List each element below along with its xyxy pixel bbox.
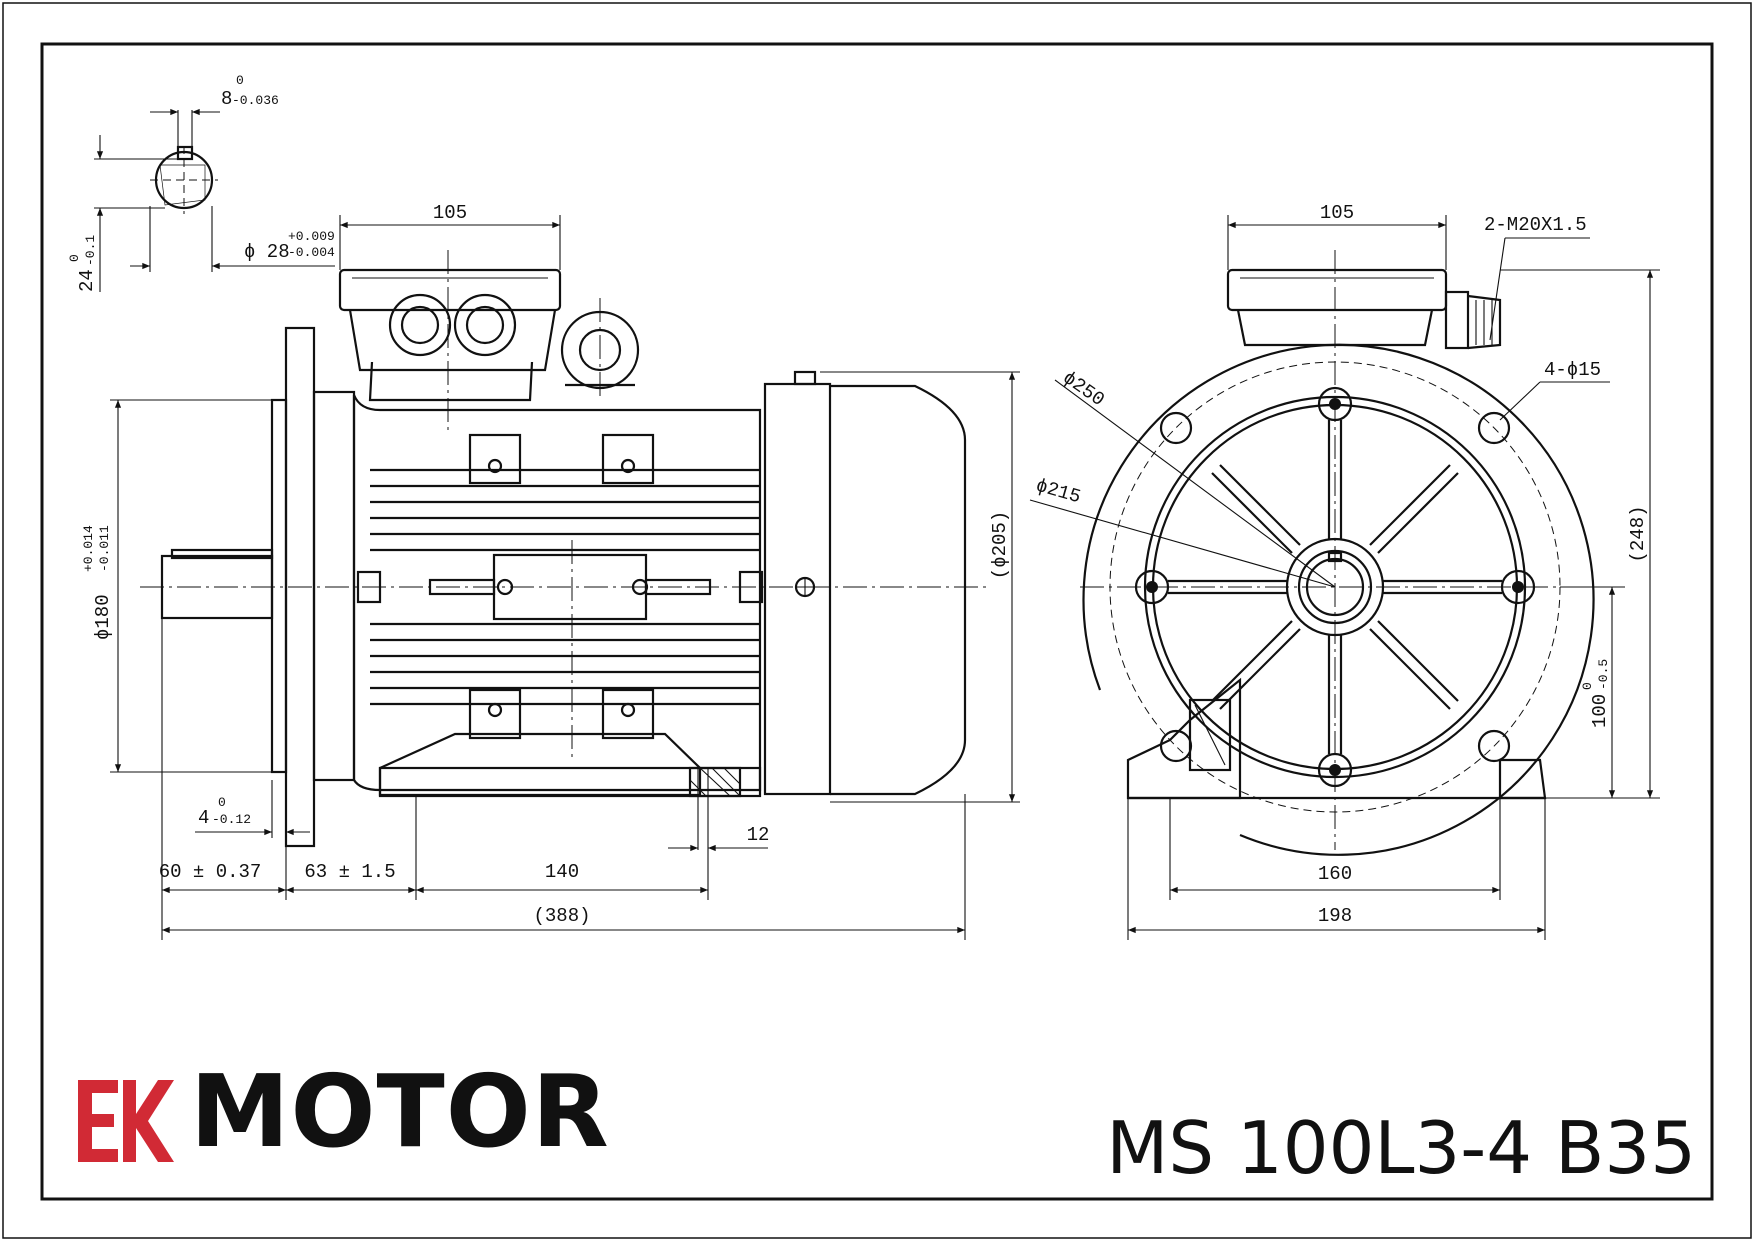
spokes xyxy=(1168,420,1502,754)
side-view-tolerance-labels: 8 0 -0.036 24 0 -0.1 ϕ 28 +0.009 -0.004 … xyxy=(67,73,335,829)
end-view: 105 2-M20X1.5 4-ϕ15 ϕ250 ϕ215 (248) 100 … xyxy=(1029,202,1660,940)
dim-foot-hole: 12 xyxy=(747,824,770,846)
dim-flange-thickness-lower: -0.12 xyxy=(212,812,251,827)
dim-shaft-dia: ϕ 28 xyxy=(244,241,290,263)
dim-foot-spacing: 140 xyxy=(545,861,579,883)
shaft xyxy=(140,548,990,620)
dim-terminal-box-width: 105 xyxy=(433,202,467,224)
dim-shaft-height-lower: -0.5 xyxy=(1596,659,1611,690)
dim-body-dia: (ϕ205) xyxy=(989,511,1011,579)
end-feet xyxy=(1126,677,1547,800)
side-view: 105 (ϕ205) 60 ± 0.37 63 ± 1.5 140 (388) … xyxy=(94,108,1020,940)
dim-key-depth: 24 xyxy=(76,269,98,292)
dim-shaft-dia-lower: -0.004 xyxy=(288,245,335,260)
shaft-key-section xyxy=(94,108,335,292)
terminal-box xyxy=(338,250,562,430)
dim-flange-thickness: 4 xyxy=(198,807,209,829)
dim-spigot-dia-upper: +0.014 xyxy=(81,525,96,572)
dim-shaft-dia-upper: +0.009 xyxy=(288,229,335,244)
dim-key-width-upper: 0 xyxy=(236,73,244,88)
foot xyxy=(378,732,762,850)
label-cable-gland: 2-M20X1.5 xyxy=(1484,214,1587,236)
dim-shaft-height-upper: 0 xyxy=(1580,682,1595,690)
dim-key-depth-lower: -0.1 xyxy=(83,235,98,266)
fan-cover xyxy=(763,370,967,796)
label-holes: 4-ϕ15 xyxy=(1544,359,1601,381)
dim-spigot-dia: ϕ180 xyxy=(92,594,114,640)
dim-flange-thickness-upper: 0 xyxy=(218,795,226,810)
flange-holes xyxy=(1159,411,1511,763)
dim-foot-hole-spacing: 160 xyxy=(1318,863,1352,885)
dim-end-terminal-box-width: 105 xyxy=(1320,202,1354,224)
dim-key-depth-upper: 0 xyxy=(67,254,82,262)
end-terminal-box xyxy=(1226,268,1502,350)
brand-logo-icon: EK xyxy=(78,1080,174,1162)
dim-overall-length: (388) xyxy=(533,905,590,927)
dim-overall-height: (248) xyxy=(1627,505,1649,562)
dim-spigot-dia-lower: -0.011 xyxy=(97,525,112,572)
dim-flange-to-foot: 63 ± 1.5 xyxy=(304,861,395,883)
dim-foot-width: 198 xyxy=(1318,905,1352,927)
stator-body xyxy=(352,394,764,792)
dim-key-width: 8 xyxy=(221,88,232,110)
dim-shaft-height: 100 xyxy=(1589,694,1611,728)
lifting-eye xyxy=(560,298,640,400)
label-pcd: ϕ250 xyxy=(1059,367,1109,411)
dim-key-width-lower: -0.036 xyxy=(232,93,279,108)
dim-shaft-length: 60 ± 0.37 xyxy=(159,861,262,883)
drawing-frame xyxy=(40,42,1714,1201)
model-number: MS 100L3-4 B35 xyxy=(1106,1106,1696,1190)
brand-wordmark: MOTOR xyxy=(190,1053,610,1170)
bolt-bosses xyxy=(1134,386,1536,788)
